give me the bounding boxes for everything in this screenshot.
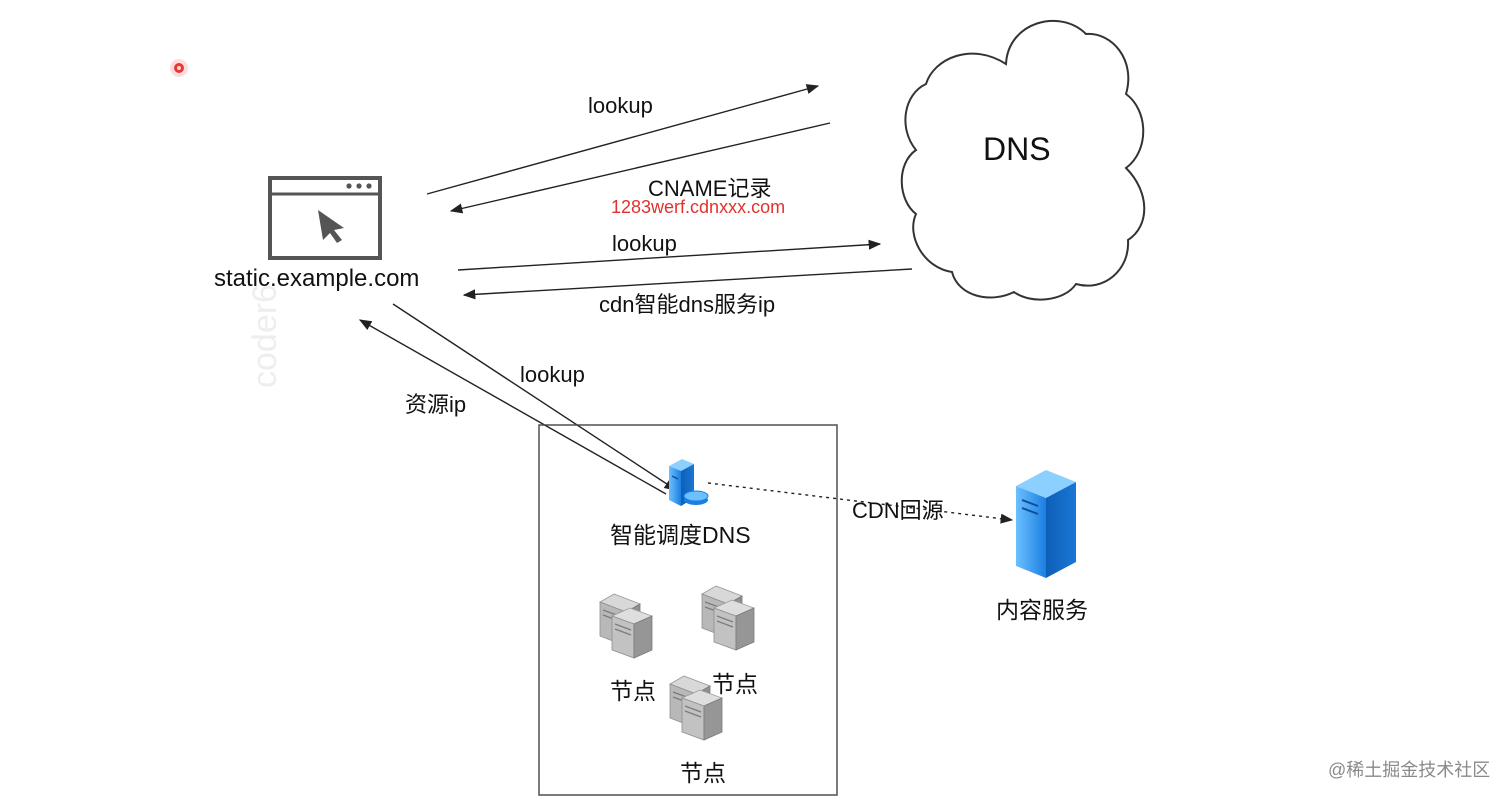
- browser-domain-label: static.example.com: [214, 265, 419, 292]
- lookup-label-3: lookup: [520, 362, 585, 387]
- resource-ip-label: 资源ip: [405, 392, 466, 417]
- node-label-1: 节点: [610, 678, 656, 704]
- arrow-lookup-1: [426, 84, 820, 195]
- content-server-icon: [1016, 470, 1076, 578]
- cname-value-label: 1283werf.cdnxxx.com: [611, 197, 785, 217]
- dns-cloud: [900, 19, 1146, 301]
- node-label-3: 节点: [680, 760, 726, 786]
- arrow-cdn-origin: [707, 482, 1014, 524]
- arrow-cdn-dns-return: [462, 268, 913, 300]
- node-server-icon: [701, 585, 755, 651]
- arrow-lookup-2: [457, 239, 882, 271]
- arrow-lookup-3: [392, 303, 678, 491]
- cdn-origin-label: CDN回源: [852, 498, 944, 523]
- lookup-label-2: lookup: [612, 231, 677, 256]
- node-label-2: 节点: [712, 671, 758, 697]
- dns-cloud-label: DNS: [983, 131, 1051, 167]
- smart-dns-label: 智能调度DNS: [610, 522, 751, 548]
- node-server-icon: [599, 593, 653, 659]
- pointer-dot-icon: [170, 59, 188, 77]
- content-service-label: 内容服务: [996, 597, 1088, 623]
- arrow-cname-return: [449, 122, 831, 214]
- side-watermark: coder6: [246, 284, 284, 388]
- browser-window-icon: [268, 176, 382, 260]
- cname-record-label: CNAME记录: [648, 176, 771, 201]
- corner-watermark: @稀土掘金技术社区: [1328, 760, 1490, 780]
- smart-dns-server-icon: [669, 459, 709, 506]
- cdn-dns-ip-label: cdn智能dns服务ip: [599, 292, 775, 317]
- cdn-region-box: [538, 424, 838, 796]
- lookup-label-1: lookup: [588, 93, 653, 118]
- arrow-resource-ip-return: [358, 319, 667, 495]
